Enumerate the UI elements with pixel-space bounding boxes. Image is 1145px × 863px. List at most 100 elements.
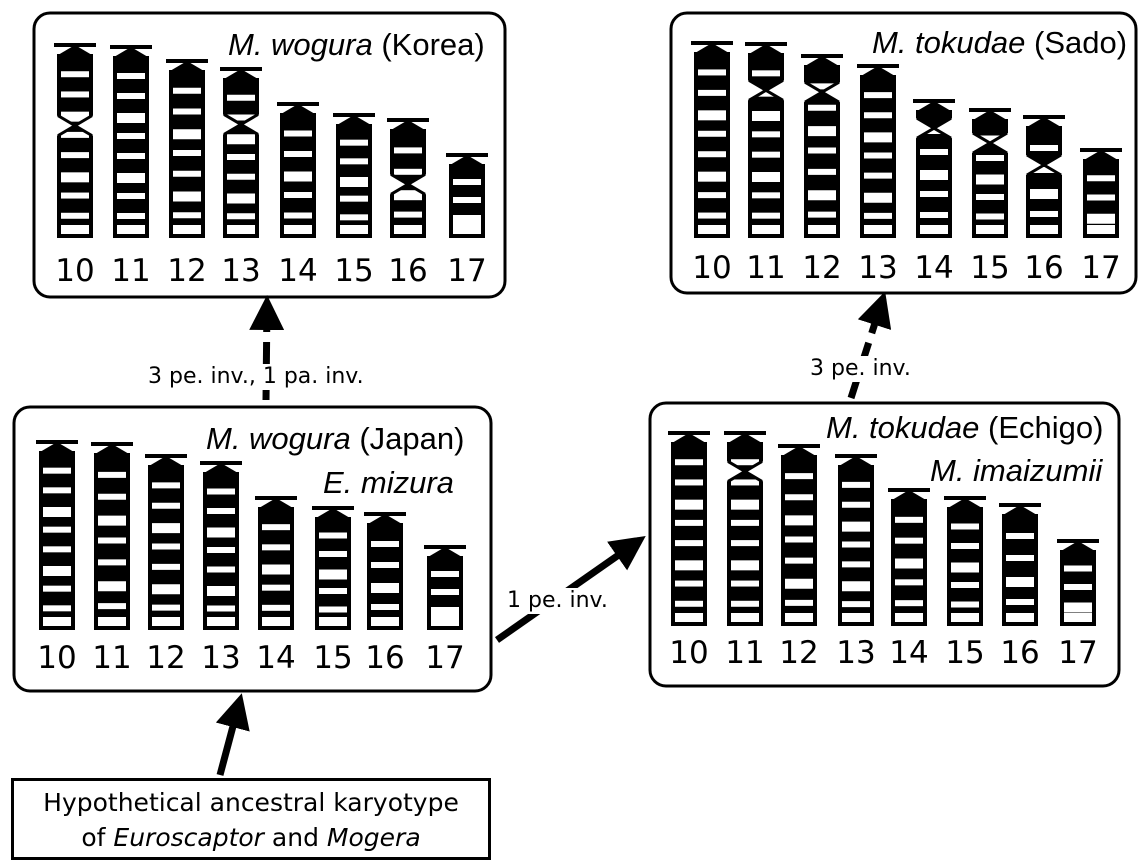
chromosome-japan-13-band bbox=[207, 527, 235, 538]
chromosome-echigo-10-band bbox=[675, 560, 703, 571]
chromosome-echigo-10-end-band bbox=[675, 613, 703, 622]
chromosome-echigo-15-band bbox=[951, 582, 979, 588]
chromosome-sado-10-band bbox=[698, 130, 726, 137]
chromosome-number: 12 bbox=[779, 635, 819, 671]
ancestor-line-1: Hypothetical ancestral karyotype bbox=[43, 788, 459, 817]
chromosome-number: 16 bbox=[1024, 250, 1064, 286]
chromosome-japan-11-band bbox=[98, 493, 126, 500]
chromosome-echigo-17-end-band bbox=[1064, 613, 1092, 622]
chromosome-sado-13-band bbox=[864, 152, 892, 159]
chromosome-sado-15-band bbox=[976, 213, 1004, 220]
label-japan-to-korea: 3 pe. inv., 1 pa. inv. bbox=[146, 364, 366, 390]
chromosome-echigo-11-cen-r bbox=[745, 461, 763, 482]
chromosome-japan-11-cap bbox=[95, 444, 129, 454]
chromosome-japan-17-band bbox=[431, 571, 459, 577]
title-japan-2: E. mizura bbox=[323, 465, 454, 500]
chromosome-korea-13-band bbox=[227, 154, 255, 160]
chromosome-japan-11-band bbox=[98, 515, 126, 526]
chromosome-japan-10-cap bbox=[40, 442, 74, 452]
chromosome-echigo-11-band bbox=[731, 479, 759, 486]
chromosome-sado-16-cen-r bbox=[1044, 155, 1062, 175]
chromosome-echigo-14-end-band bbox=[895, 613, 923, 622]
chromosome-korea-16-band bbox=[394, 190, 422, 201]
chromosome-echigo-12-band bbox=[785, 578, 813, 589]
chromosome-korea-16-cap bbox=[391, 120, 425, 130]
chromosome-echigo-17-band bbox=[1064, 565, 1092, 572]
chromosome-echigo-10-cap bbox=[672, 433, 706, 443]
chromosome-japan-10 bbox=[39, 451, 75, 630]
chromosome-number: 16 bbox=[388, 253, 428, 289]
chromosome-echigo-11-band bbox=[731, 600, 759, 607]
chromosome-echigo-13-band bbox=[842, 521, 870, 532]
chromosome-japan-12-band bbox=[152, 584, 180, 595]
chromosome-sado-12-band bbox=[808, 83, 836, 90]
chromosome-echigo-13-band bbox=[842, 481, 870, 488]
chromosome-number: 11 bbox=[725, 635, 765, 671]
chromosome-korea-10-band bbox=[61, 71, 89, 78]
chromosome-japan-12-band bbox=[152, 543, 180, 550]
chromosome-korea-14-band bbox=[284, 130, 312, 137]
chromosome-echigo-10-band bbox=[675, 540, 703, 547]
chromosome-sado-10-band bbox=[698, 212, 726, 219]
chromosome-korea-10-end-band bbox=[61, 225, 89, 234]
chromosome-korea-11-band bbox=[117, 133, 145, 139]
chromosome-japan-10-band bbox=[43, 546, 71, 553]
panel-echigo bbox=[648, 401, 1121, 688]
chromosome-korea-14-band bbox=[284, 171, 312, 182]
chromosome-korea-13-cen-l bbox=[223, 114, 241, 135]
chromosome-sado-14-band bbox=[920, 191, 948, 197]
chromosome-korea-12-band bbox=[173, 87, 201, 94]
chromosome-echigo-17-band bbox=[1064, 602, 1092, 613]
chromosome-echigo-11-band bbox=[731, 540, 759, 547]
label-japan-to-echigo: 1 pe. inv. bbox=[505, 588, 610, 614]
panel-japan bbox=[12, 405, 493, 693]
ancestor-box: Hypothetical ancestral karyotype of Euro… bbox=[11, 778, 491, 860]
chromosome-japan-17-band bbox=[431, 607, 459, 617]
chromosome-korea-16-end-band bbox=[394, 225, 422, 234]
chromosome-echigo-14-band bbox=[895, 579, 923, 586]
chromosome-sado-13-end-band bbox=[864, 225, 892, 234]
chromosome-korea-11-band bbox=[117, 113, 145, 123]
chromosome-japan-13-band bbox=[207, 508, 235, 514]
chromosome-sado-16-band bbox=[1030, 145, 1058, 151]
ancestor-line-2: of Euroscaptor and Mogera bbox=[81, 823, 421, 852]
chromosome-korea-17-cap bbox=[450, 155, 484, 165]
chromosome-echigo-12-band bbox=[785, 599, 813, 606]
chromosome-sado-14-band bbox=[920, 212, 948, 218]
chromosome-japan-10-band bbox=[43, 566, 71, 576]
chromosome-korea-11-end-band bbox=[117, 225, 145, 234]
chromosome-number: 15 bbox=[970, 250, 1010, 286]
chromosome-japan-11-end-band bbox=[98, 617, 126, 626]
chromosome-sado-15-band bbox=[976, 135, 1004, 142]
chromosome-korea-12-end-band bbox=[173, 225, 201, 234]
title-sado: M. tokudae (Sado) bbox=[872, 25, 1128, 60]
chromosome-echigo-12-band bbox=[785, 494, 813, 501]
chromosome-japan-15-band bbox=[319, 532, 347, 539]
chromosome-sado-12-band bbox=[808, 190, 836, 201]
chromosome-korea-11 bbox=[113, 56, 149, 238]
chromosome-echigo-10-band bbox=[675, 499, 703, 510]
chromosome-echigo-11-band bbox=[731, 499, 759, 510]
chromosome-echigo-11-band bbox=[731, 560, 759, 571]
chromosome-japan-16-band bbox=[371, 541, 399, 547]
chromosome-korea-10 bbox=[57, 54, 93, 238]
chromosome-sado-17-cap bbox=[1084, 150, 1118, 160]
chromosome-sado-12-cen-x bbox=[804, 80, 840, 104]
chromosome-sado-17-band bbox=[1087, 175, 1115, 182]
chromosome-korea-11-band bbox=[117, 73, 145, 79]
chromosome-echigo-13-band bbox=[842, 581, 870, 592]
chromosome-japan-13-band bbox=[207, 566, 235, 573]
chromosome-japan-15-cap bbox=[316, 508, 350, 518]
chromosome-sado-15-cen-r bbox=[990, 133, 1008, 154]
chromosome-echigo-17-band bbox=[1064, 584, 1092, 590]
chromosome-number: 13 bbox=[836, 635, 876, 671]
chromosome-korea-13-band bbox=[227, 193, 255, 204]
chromosome-korea-10-band bbox=[61, 91, 89, 98]
chromosome-korea-15-band bbox=[340, 158, 368, 165]
chromosome-sado-15-band bbox=[976, 194, 1004, 200]
chromosome-number: 12 bbox=[167, 253, 207, 289]
chromosome-korea-17-band bbox=[453, 197, 481, 203]
chromosome-korea-13-band bbox=[227, 213, 255, 220]
chromosome-korea-17-band bbox=[453, 179, 481, 185]
chromosome-korea-14-cap bbox=[281, 104, 315, 114]
